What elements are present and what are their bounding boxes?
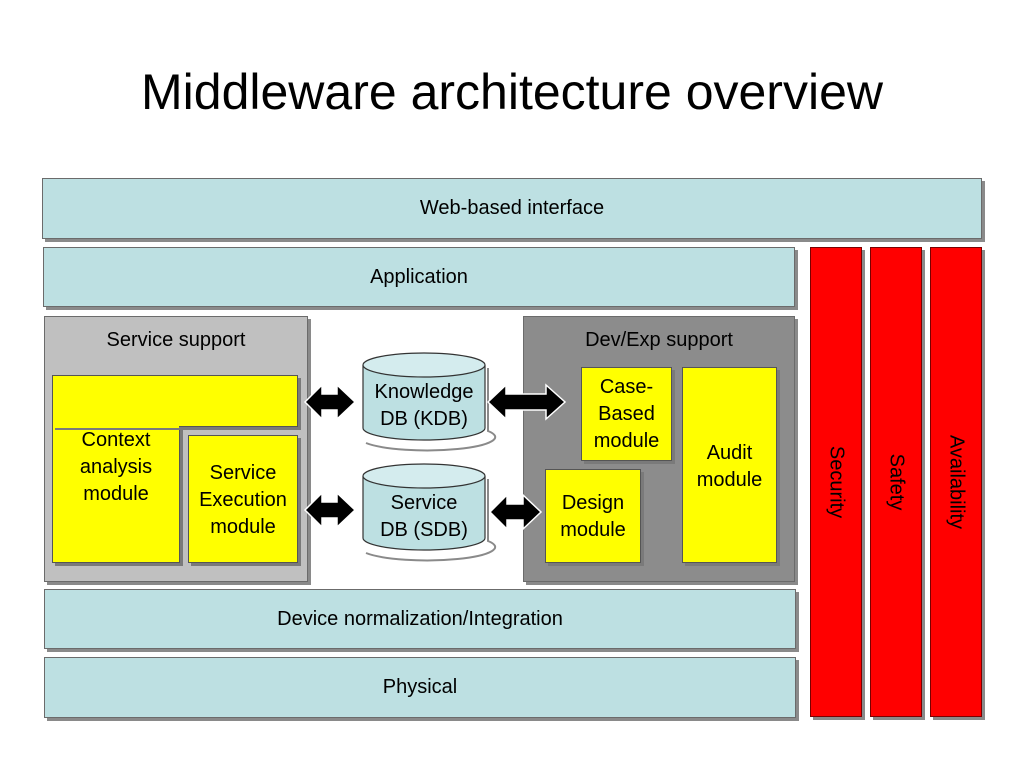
design-label: Design module: [560, 492, 626, 541]
device-normalization-layer: Device normalization/Integration: [44, 589, 796, 649]
safety-column: Safety: [870, 247, 922, 717]
arrow-sdb-design: [488, 493, 543, 531]
page-title: Middleware architecture overview: [141, 64, 883, 120]
context-module-join: [53, 376, 179, 428]
service-execution-label: Service Execution module: [199, 462, 287, 538]
devexp-support-title: Dev/Exp support: [585, 329, 733, 351]
web-interface-layer: Web-based interface: [42, 178, 982, 239]
physical-label: Physical: [382, 676, 458, 698]
device-normalization-label: Device normalization/Integration: [277, 607, 563, 630]
sdb-label-line2: DB (SDB): [380, 519, 468, 541]
audit-label: Audit module: [696, 442, 763, 491]
web-interface-label: Web-based interface: [419, 197, 605, 219]
kdb-label-line1: Knowledge: [375, 381, 474, 403]
service-support-title: Service support: [106, 329, 246, 351]
arrow-kdb-casebased: [486, 383, 567, 421]
kdb-cylinder: Knowledge DB (KDB): [362, 352, 497, 452]
security-column: Security: [810, 247, 862, 717]
sdb-label-line1: Service: [391, 492, 458, 514]
context-analysis-label: Context analysis module: [79, 429, 153, 505]
kdb-label-line2: DB (KDB): [380, 408, 468, 430]
arrow-execution-sdb: [303, 491, 357, 529]
audit-module: Audit module: [682, 367, 777, 563]
case-based-label: Case- Based module: [593, 376, 660, 452]
design-module: Design module: [545, 469, 641, 563]
arrow-context-kdb: [303, 383, 357, 421]
application-layer: Application: [43, 247, 795, 307]
sdb-cylinder: Service DB (SDB): [362, 463, 497, 562]
application-label: Application: [370, 265, 468, 288]
service-execution-module: Service Execution module: [188, 435, 298, 563]
physical-layer: Physical: [44, 657, 796, 718]
availability-column: Availability: [930, 247, 982, 717]
case-based-module: Case- Based module: [581, 367, 672, 461]
